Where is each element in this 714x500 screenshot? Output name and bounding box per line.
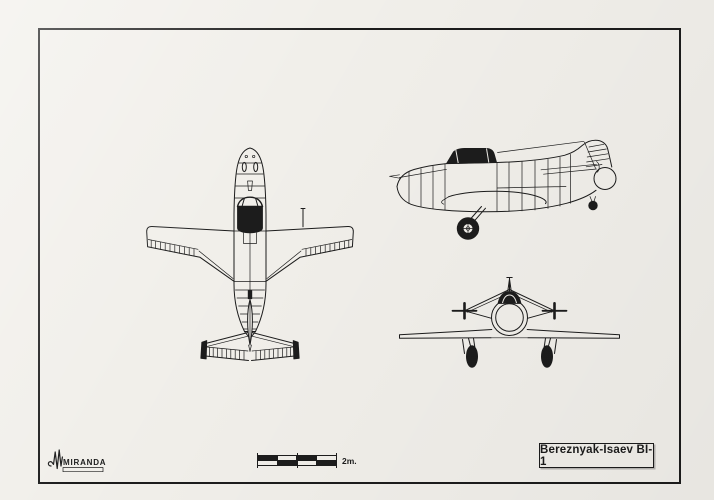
aircraft-name-label: Bereznyak-Isaev BI-1 bbox=[540, 443, 653, 468]
tail-wheel bbox=[588, 200, 598, 211]
logo-underline-box bbox=[62, 467, 104, 473]
miranda-signature-mark-icon bbox=[47, 449, 63, 470]
fin-front-view bbox=[506, 277, 513, 292]
scale-label: 2m. bbox=[342, 455, 357, 466]
top-view bbox=[146, 147, 354, 361]
artist-logo: MIRANDA bbox=[45, 446, 109, 476]
canopy bbox=[237, 206, 263, 234]
scale-bar-segments bbox=[257, 453, 337, 468]
tailplane-endplate-left bbox=[200, 340, 208, 360]
drawing-border-frame bbox=[38, 28, 681, 484]
scale-bar: 2m. bbox=[257, 453, 357, 468]
title-block: Bereznyak-Isaev BI-1 bbox=[539, 443, 654, 468]
tailplane-endplate-right bbox=[292, 340, 300, 360]
logo-text: MIRANDA bbox=[63, 458, 106, 467]
pitot-tube bbox=[300, 208, 306, 228]
side-view bbox=[389, 139, 617, 240]
main-gear-strut bbox=[465, 206, 486, 228]
antenna-wire bbox=[497, 140, 585, 153]
front-view bbox=[399, 277, 620, 368]
canopy-windscreen bbox=[236, 196, 264, 208]
rocket-nozzle bbox=[593, 167, 617, 190]
left-wheel-front bbox=[465, 345, 478, 368]
right-wheel-front bbox=[541, 345, 554, 368]
